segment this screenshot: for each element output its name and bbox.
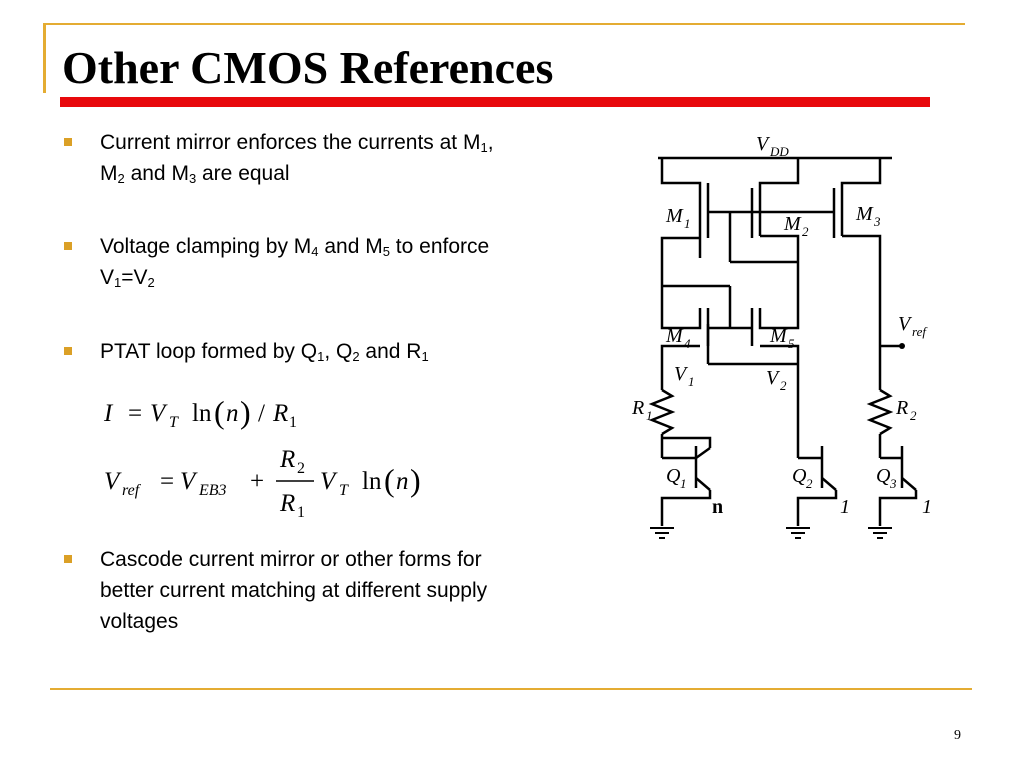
svg-text:5: 5 bbox=[788, 336, 795, 351]
frame-left-accent bbox=[43, 23, 46, 93]
bullet-text: Cascode current mirror or other forms fo… bbox=[100, 548, 488, 633]
svg-text:1: 1 bbox=[684, 216, 691, 231]
q1-label: Q bbox=[666, 465, 681, 487]
q3-label: Q bbox=[876, 465, 891, 487]
svg-text:=: = bbox=[128, 400, 142, 427]
svg-text:3: 3 bbox=[873, 214, 881, 229]
svg-text:ref: ref bbox=[122, 482, 142, 499]
q1-area-label: n bbox=[712, 496, 723, 518]
svg-text:2: 2 bbox=[910, 408, 917, 423]
svg-text:2: 2 bbox=[806, 476, 813, 491]
footer-divider bbox=[50, 688, 972, 690]
svg-text:1: 1 bbox=[688, 374, 695, 389]
resistor-r2 bbox=[866, 388, 894, 436]
m2-label: M bbox=[783, 213, 802, 235]
ground-icon bbox=[650, 527, 892, 539]
svg-text:ref: ref bbox=[912, 324, 928, 339]
m1-label: M bbox=[665, 205, 684, 227]
bullet-2: Voltage clamping by M4 and M5 to enforce… bbox=[64, 231, 524, 293]
resistor-r1 bbox=[648, 388, 676, 436]
transistor-m1 bbox=[660, 158, 828, 286]
bullet-text: PTAT loop formed by Q1, Q2 and R1 bbox=[100, 340, 429, 364]
svg-text:R: R bbox=[272, 400, 288, 427]
bullet-marker bbox=[64, 555, 72, 563]
q2-area-label: 1 bbox=[840, 496, 850, 518]
svg-text:): ) bbox=[240, 394, 251, 430]
title-underline bbox=[60, 97, 930, 107]
q3-area-label: 1 bbox=[922, 496, 932, 518]
svg-text:1: 1 bbox=[646, 408, 653, 423]
svg-text:R: R bbox=[279, 446, 295, 473]
svg-text:3: 3 bbox=[889, 476, 897, 491]
bjt-q3 bbox=[878, 446, 918, 526]
svg-text:ln: ln bbox=[362, 468, 382, 495]
svg-text:DD: DD bbox=[769, 144, 789, 159]
cmos-reference-schematic: V DD bbox=[631, 133, 932, 539]
svg-text:): ) bbox=[410, 462, 421, 498]
svg-text:n: n bbox=[396, 468, 409, 495]
page-number: 9 bbox=[954, 728, 961, 743]
bjt-q2 bbox=[796, 446, 838, 526]
svg-text:EB3: EB3 bbox=[198, 482, 227, 499]
bullet-3: PTAT loop formed by Q1, Q2 and R1 bbox=[64, 336, 524, 367]
svg-text:2: 2 bbox=[802, 224, 809, 239]
svg-text:I: I bbox=[103, 400, 114, 427]
svg-text:V: V bbox=[180, 468, 198, 495]
transistor-m2 bbox=[750, 158, 800, 286]
svg-text:1: 1 bbox=[680, 476, 687, 491]
svg-text:(: ( bbox=[384, 462, 395, 498]
bullet-4: Cascode current mirror or other forms fo… bbox=[64, 544, 524, 637]
transistor-m5 bbox=[706, 286, 800, 380]
svg-text:V: V bbox=[150, 400, 168, 427]
formula-vref: V ref = V EB3 + R 2 R 1 V T ln ( n ) bbox=[104, 446, 421, 521]
svg-text:T: T bbox=[169, 414, 179, 431]
v2-label: V bbox=[766, 367, 781, 389]
bullet-text: Voltage clamping by M4 and M5 to enforce… bbox=[100, 235, 490, 290]
svg-text:V: V bbox=[104, 468, 122, 495]
bullet-marker bbox=[64, 347, 72, 355]
r1-label: R bbox=[631, 397, 644, 419]
frame-top-accent bbox=[43, 23, 965, 25]
svg-text:+: + bbox=[250, 468, 264, 495]
svg-text:=: = bbox=[160, 468, 174, 495]
transistor-m3 bbox=[828, 158, 882, 376]
svg-text:4: 4 bbox=[684, 336, 691, 351]
m3-label: M bbox=[855, 203, 874, 225]
svg-text:2: 2 bbox=[780, 378, 787, 393]
bullet-1: Current mirror enforces the currents at … bbox=[64, 127, 524, 189]
m4-label: M bbox=[665, 325, 684, 347]
bullet-text: Current mirror enforces the currents at … bbox=[100, 131, 494, 186]
formula-current: I = V T ln ( n ) / R 1 bbox=[103, 394, 297, 431]
ptat-formulas: I = V T ln ( n ) / R 1 V ref = V EB3 + R… bbox=[103, 394, 421, 521]
svg-text:(: ( bbox=[214, 394, 225, 430]
q2-label: Q bbox=[792, 465, 807, 487]
svg-text:V: V bbox=[320, 468, 338, 495]
bullet-marker bbox=[64, 138, 72, 146]
r2-label: R bbox=[895, 397, 908, 419]
vdd-label: V bbox=[756, 133, 771, 155]
vref-label: V bbox=[898, 313, 913, 335]
bjt-q1 bbox=[660, 436, 712, 526]
svg-text:n: n bbox=[226, 400, 239, 427]
svg-text:/: / bbox=[258, 400, 265, 427]
svg-text:1: 1 bbox=[297, 504, 305, 521]
page-title: Other CMOS References bbox=[62, 42, 554, 93]
svg-text:2: 2 bbox=[297, 460, 305, 477]
m5-label: M bbox=[769, 325, 788, 347]
svg-text:ln: ln bbox=[192, 400, 212, 427]
v1-label: V bbox=[674, 363, 689, 385]
svg-text:R: R bbox=[279, 490, 295, 517]
svg-text:1: 1 bbox=[289, 414, 297, 431]
bullet-marker bbox=[64, 242, 72, 250]
svg-text:T: T bbox=[339, 482, 349, 499]
